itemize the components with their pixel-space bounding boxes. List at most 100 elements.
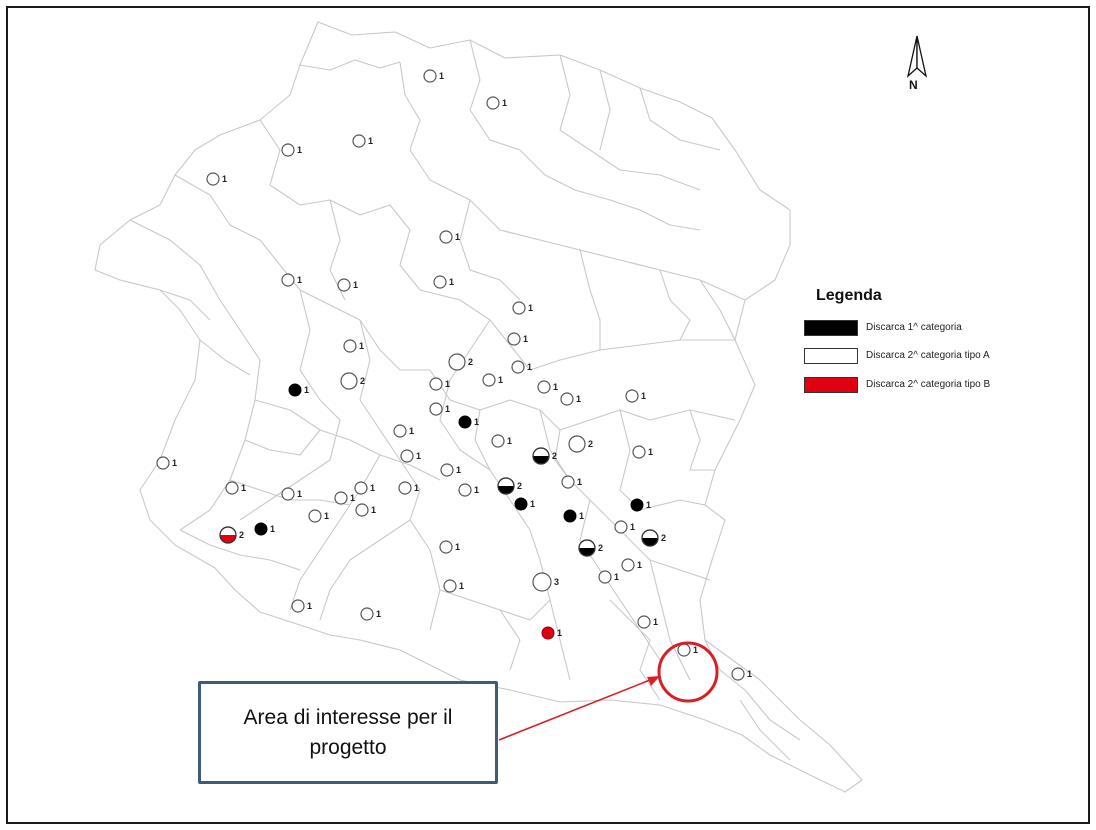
landfill-marker: 1 bbox=[677, 643, 698, 657]
landfill-marker: 1 bbox=[458, 483, 479, 497]
callout-graphics bbox=[498, 641, 719, 741]
marker-count-label: 1 bbox=[455, 542, 460, 552]
legend-title: Legenda bbox=[816, 287, 882, 304]
landfill-marker: 1 bbox=[433, 275, 454, 289]
landfill-marker: 2 bbox=[497, 477, 522, 495]
marker-count-label: 1 bbox=[449, 277, 454, 287]
landfill-marker: 1 bbox=[486, 96, 507, 110]
landfill-marker: 1 bbox=[630, 498, 651, 512]
marker-count-label: 1 bbox=[576, 394, 581, 404]
landfill-marker: 1 bbox=[443, 579, 464, 593]
landfill-marker: 1 bbox=[482, 373, 503, 387]
marker-count-label: 1 bbox=[297, 489, 302, 499]
region-outline bbox=[94, 21, 863, 793]
landfill-marker: 1 bbox=[491, 434, 512, 448]
marker-count-label: 1 bbox=[456, 465, 461, 475]
marker-count-label: 1 bbox=[530, 499, 535, 509]
landfill-marker: 1 bbox=[288, 383, 309, 397]
marker-count-label: 1 bbox=[297, 275, 302, 285]
landfill-marker: 1 bbox=[512, 301, 533, 315]
landfill-marker: 2 bbox=[219, 526, 244, 544]
marker-count-label: 1 bbox=[359, 341, 364, 351]
marker-count-label: 1 bbox=[241, 483, 246, 493]
legend-label: Discarca 1^ categoria bbox=[866, 322, 962, 333]
marker-count-label: 1 bbox=[577, 477, 582, 487]
landfill-marker: 1 bbox=[621, 558, 642, 572]
landfill-marker: 1 bbox=[541, 626, 562, 640]
callout-box: Area di interesse per il progetto bbox=[198, 681, 498, 784]
landfill-marker: 1 bbox=[429, 402, 450, 416]
marker-count-label: 1 bbox=[455, 232, 460, 242]
marker-count-label: 1 bbox=[747, 669, 752, 679]
marker-count-label: 1 bbox=[324, 511, 329, 521]
marker-count-label: 2 bbox=[360, 376, 365, 386]
landfill-marker: 1 bbox=[563, 509, 584, 523]
landfill-marker: 1 bbox=[291, 599, 312, 613]
landfill-marker: 1 bbox=[281, 143, 302, 157]
marker-count-label: 1 bbox=[307, 601, 312, 611]
landfill-marker: 1 bbox=[637, 615, 658, 629]
marker-count-label: 1 bbox=[648, 447, 653, 457]
marker-count-label: 1 bbox=[172, 458, 177, 468]
legend-swatch-white bbox=[804, 348, 858, 364]
landfill-marker: 2 bbox=[641, 529, 666, 547]
marker-count-label: 1 bbox=[557, 628, 562, 638]
landfill-marker: 2 bbox=[532, 447, 557, 465]
landfill-marker: 1 bbox=[308, 509, 329, 523]
landfill-marker: 1 bbox=[423, 69, 444, 83]
marker-count-label: 1 bbox=[368, 136, 373, 146]
marker-count-label: 1 bbox=[409, 426, 414, 436]
callout-arrowhead bbox=[647, 676, 660, 686]
figure-frame bbox=[6, 6, 1090, 824]
legend-swatch-red bbox=[804, 377, 858, 393]
landfill-marker: 1 bbox=[206, 172, 227, 186]
marker-count-label: 1 bbox=[459, 581, 464, 591]
landfill-marker: 1 bbox=[514, 497, 535, 511]
landfill-marker: 1 bbox=[561, 475, 582, 489]
landfill-marker: 1 bbox=[614, 520, 635, 534]
marker-count-label: 1 bbox=[414, 483, 419, 493]
landfill-marker: 1 bbox=[355, 503, 376, 517]
legend-label: Discarca 2^ categoria tipo B bbox=[866, 379, 991, 390]
landfill-marker: 3 bbox=[532, 572, 559, 592]
marker-count-label: 1 bbox=[439, 71, 444, 81]
landfill-marker: 1 bbox=[731, 667, 752, 681]
landfill-marker: 1 bbox=[439, 540, 460, 554]
landfill-marker: 1 bbox=[334, 491, 355, 505]
marker-count-label: 1 bbox=[222, 174, 227, 184]
landfill-marker: 1 bbox=[354, 481, 375, 495]
marker-count-label: 1 bbox=[371, 505, 376, 515]
marker-count-label: 1 bbox=[579, 511, 584, 521]
callout-text: Area di interesse per il progetto bbox=[243, 705, 453, 759]
landfill-marker: 1 bbox=[440, 463, 461, 477]
marker-count-label: 1 bbox=[653, 617, 658, 627]
landfill-marker: 1 bbox=[360, 607, 381, 621]
marker-count-label: 1 bbox=[528, 303, 533, 313]
landfill-marker: 1 bbox=[393, 424, 414, 438]
landfill-marker: 1 bbox=[507, 332, 528, 346]
marker-count-label: 1 bbox=[353, 280, 358, 290]
landfill-marker: 2 bbox=[578, 539, 603, 557]
marker-count-label: 1 bbox=[630, 522, 635, 532]
landfill-marker: 1 bbox=[398, 481, 419, 495]
marker-count-label: 1 bbox=[614, 572, 619, 582]
marker-count-label: 2 bbox=[239, 530, 244, 540]
landfill-marker: 1 bbox=[598, 570, 619, 584]
marker-count-label: 1 bbox=[553, 382, 558, 392]
landfill-marker: 1 bbox=[429, 377, 450, 391]
interest-area-circle bbox=[657, 641, 719, 703]
marker-count-label: 1 bbox=[523, 334, 528, 344]
marker-count-label: 2 bbox=[552, 451, 557, 461]
marker-count-label: 1 bbox=[693, 645, 698, 655]
marker-count-label: 1 bbox=[376, 609, 381, 619]
landfill-marker: 1 bbox=[343, 339, 364, 353]
north-label: N bbox=[909, 78, 918, 92]
landfill-marker: 1 bbox=[537, 380, 558, 394]
landfill-marker: 1 bbox=[352, 134, 373, 148]
marker-count-label: 2 bbox=[661, 533, 666, 543]
landfill-marker: 1 bbox=[156, 456, 177, 470]
marker-count-label: 1 bbox=[304, 385, 309, 395]
landfill-marker: 2 bbox=[448, 353, 473, 371]
